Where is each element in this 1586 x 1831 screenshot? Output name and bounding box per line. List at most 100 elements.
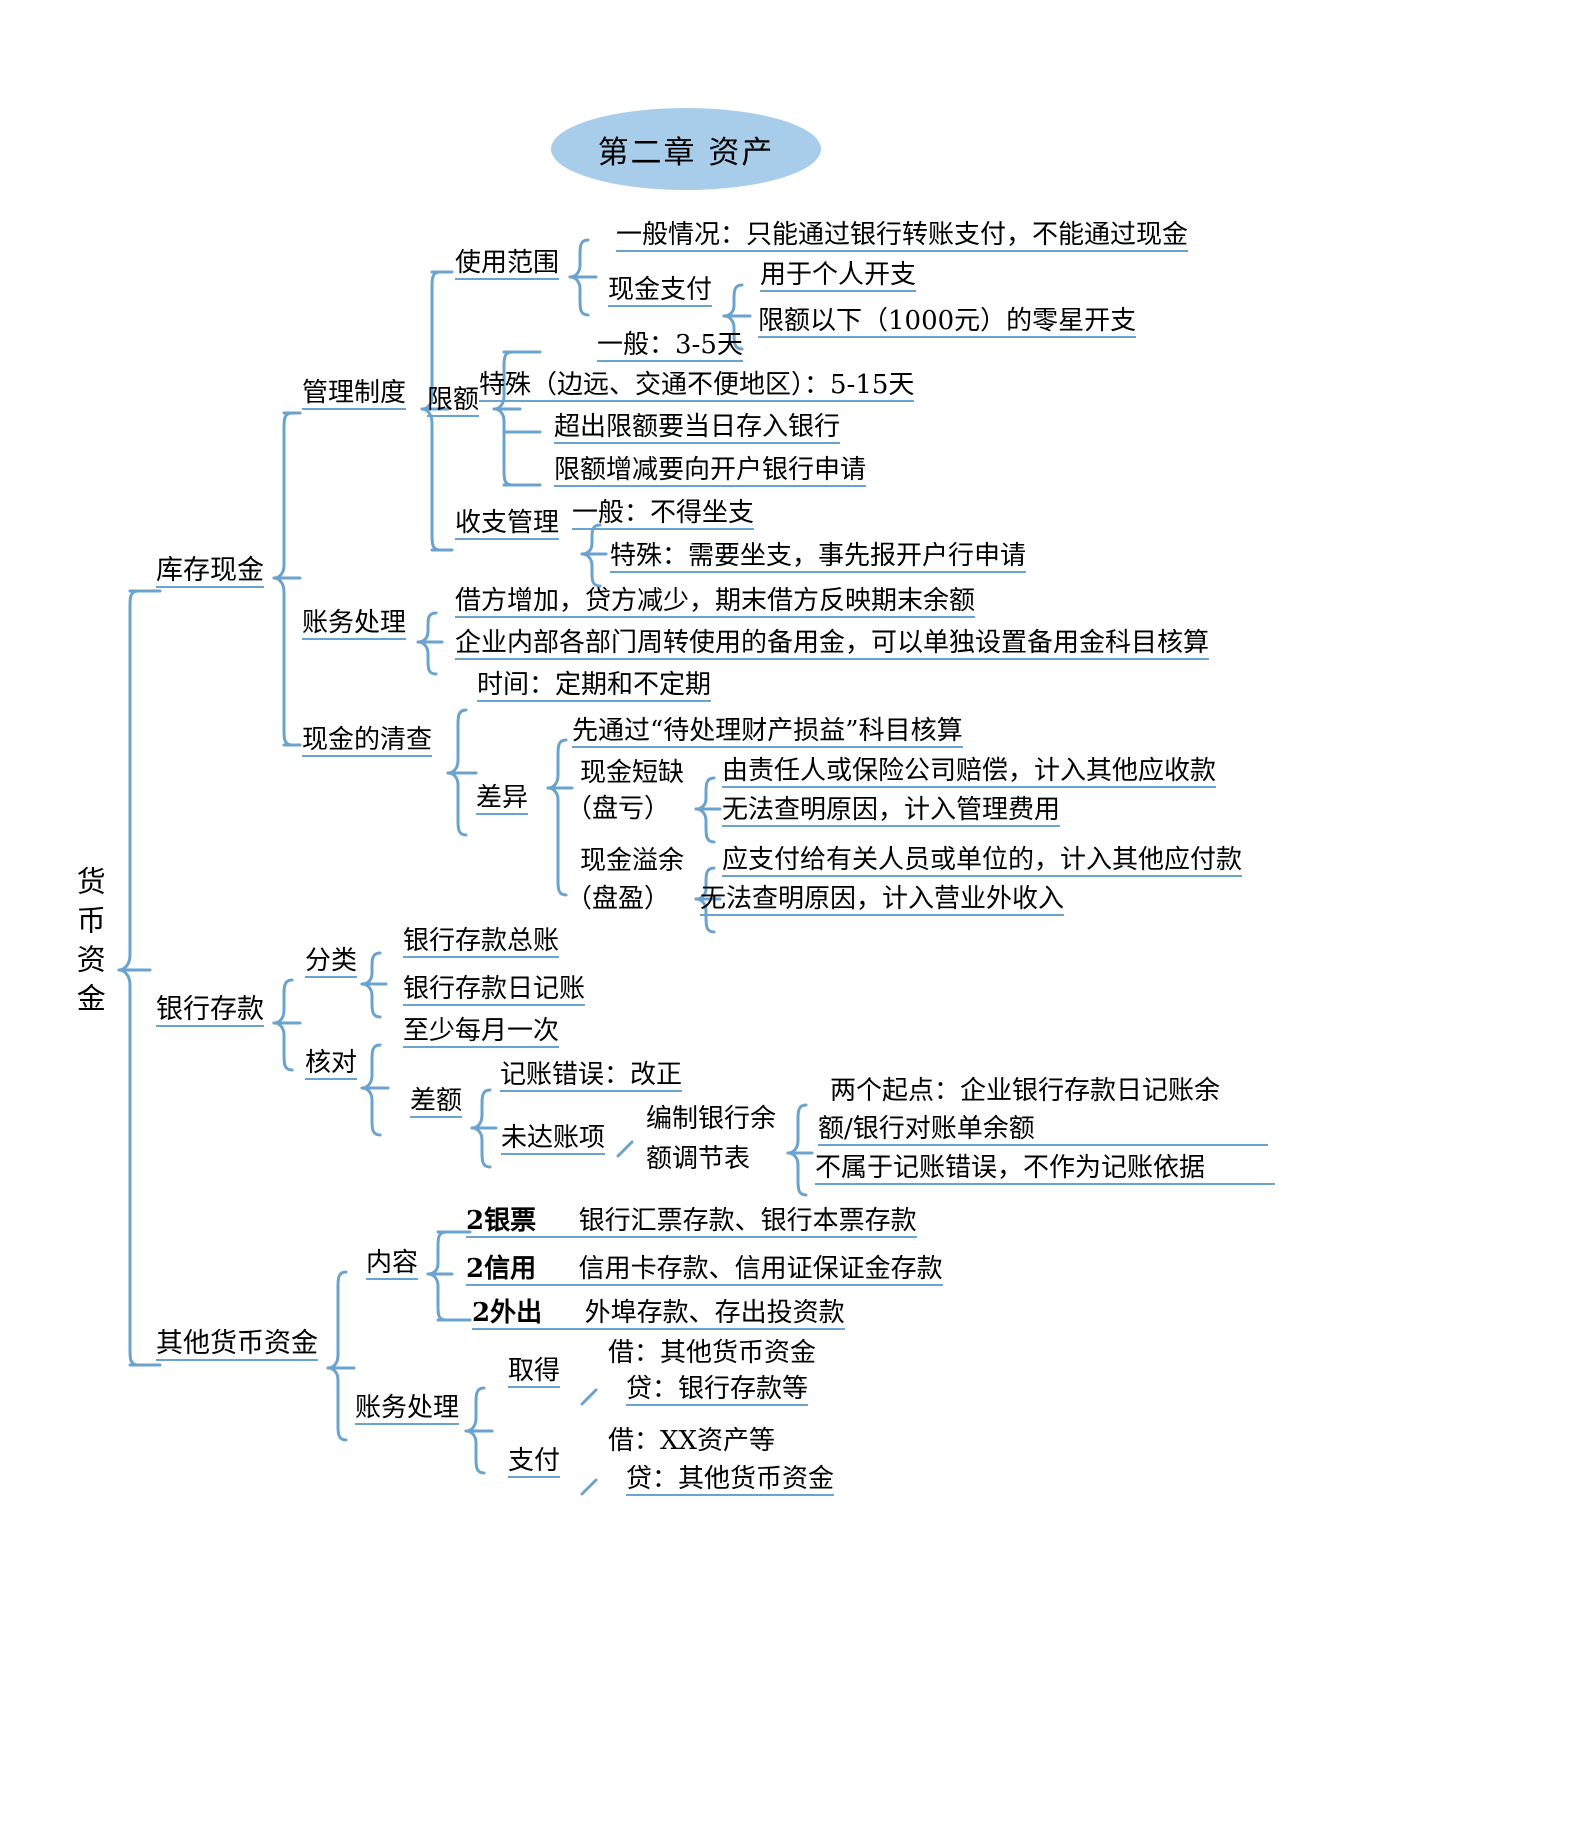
node-cash-payment[interactable]: 现金支付	[608, 275, 713, 307]
node-label: 外埠存款、存出投资款	[584, 1298, 845, 1328]
node-label: 限额	[427, 385, 480, 415]
node-label: 其他货币资金	[156, 1328, 318, 1359]
node-content[interactable]: 内容	[366, 1248, 419, 1280]
node-label: 一般情况：只能通过银行转账支付，不能通过现金	[616, 220, 1189, 250]
node-rc-1[interactable]: 至少每月一次	[403, 1016, 560, 1048]
node-bd-1[interactable]: 记账错误：改正	[500, 1060, 683, 1092]
node-label: 现金短缺	[580, 758, 685, 788]
node-bank-rec-statement-line2[interactable]: 额调节表	[646, 1144, 751, 1174]
node-label: 收支管理	[455, 508, 560, 538]
node-ct-2[interactable]: 2信用 信用卡存款、信用证保证金存款	[466, 1254, 943, 1286]
node-key: 2信用	[466, 1254, 537, 1284]
node-py-1[interactable]: 借：XX资产等	[608, 1427, 775, 1455]
node-label: 无法查明原因，计入管理费用	[722, 795, 1061, 825]
node-cs-2[interactable]: 无法查明原因，计入管理费用	[722, 795, 1061, 827]
node-limit-change[interactable]: 限额增减要向开户银行申请	[554, 456, 866, 487]
node-acquire[interactable]: 取得	[508, 1356, 561, 1388]
node-label: 一般：3-5天	[597, 330, 743, 360]
node-ct-1[interactable]: 2银票 银行汇票存款、银行本票存款	[466, 1206, 917, 1238]
node-receipt-payment-management[interactable]: 收支管理	[455, 508, 560, 540]
node-personal-expense[interactable]: 用于个人开支	[760, 260, 917, 292]
node-label: 分类	[305, 946, 358, 976]
node-rp-general[interactable]: 一般：不得坐支	[572, 498, 755, 530]
node-management-system[interactable]: 管理制度	[302, 378, 407, 410]
node-label: 未达账项	[501, 1123, 606, 1153]
node-label: 管理制度	[302, 378, 407, 408]
node-label: 取得	[508, 1356, 561, 1386]
node-pay[interactable]: 支付	[508, 1446, 561, 1478]
node-label: 超出限额要当日存入银行	[554, 412, 841, 442]
node-aq-1[interactable]: 借：其他货币资金	[608, 1339, 816, 1367]
node-accounting-treatment-omf[interactable]: 账务处理	[355, 1393, 460, 1425]
node-label: 不属于记账错误，不作为记账依据	[815, 1153, 1206, 1183]
node-cash-overage-alt[interactable]: （盘盈）	[566, 885, 670, 913]
node-cash-on-hand[interactable]: 库存现金	[156, 555, 264, 588]
node-cash-count[interactable]: 现金的清查	[302, 725, 433, 757]
node-limit[interactable]: 限额	[427, 385, 480, 417]
node-scope-of-use[interactable]: 使用范围	[455, 248, 560, 280]
node-accounting-treatment-cash[interactable]: 账务处理	[302, 609, 406, 640]
node-brs-1a[interactable]: 两个起点：企业银行存款日记账余	[830, 1076, 1221, 1106]
root-label: 货币资金	[72, 866, 107, 1022]
node-label: 编制银行余	[646, 1104, 777, 1134]
node-label: 贷：其他货币资金	[626, 1464, 835, 1494]
node-label: 用于个人开支	[760, 260, 917, 290]
node-label: 现金的清查	[302, 725, 433, 755]
node-reconciliation[interactable]: 核对	[305, 1049, 357, 1080]
node-label: 信用卡存款、信用证保证金存款	[578, 1254, 943, 1284]
node-label: 至少每月一次	[403, 1016, 560, 1046]
node-label: 记账错误：改正	[500, 1060, 683, 1090]
node-bank-deposit[interactable]: 银行存款	[156, 994, 264, 1027]
node-label: 无法查明原因，计入营业外收入	[700, 884, 1065, 914]
node-limit-overflow[interactable]: 超出限额要当日存入银行	[554, 412, 841, 444]
node-classification[interactable]: 分类	[305, 946, 358, 978]
node-bank-rec-statement-line1[interactable]: 编制银行余	[646, 1104, 777, 1134]
node-label: 库存现金	[156, 555, 264, 586]
node-label: 时间：定期和不定期	[477, 670, 712, 700]
node-cash-shortage[interactable]: 现金短缺	[580, 758, 685, 788]
node-brs-2[interactable]: 不属于记账错误，不作为记账依据	[815, 1153, 1275, 1185]
node-ct-3[interactable]: 2外出 外埠存款、存出投资款	[472, 1298, 845, 1330]
node-label: 使用范围	[455, 248, 560, 278]
node-label: 先通过“待处理财产损益”科目核算	[572, 716, 963, 746]
node-general-case[interactable]: 一般情况：只能通过银行转账支付，不能通过现金	[616, 220, 1189, 252]
node-label: 现金支付	[608, 275, 713, 305]
node-label: 应支付给有关人员或单位的，计入其他应付款	[722, 845, 1243, 875]
node-label: 额调节表	[646, 1144, 751, 1174]
node-label: 支付	[508, 1446, 561, 1476]
node-cc-first[interactable]: 先通过“待处理财产损益”科目核算	[572, 716, 963, 748]
node-balance-difference[interactable]: 差额	[410, 1087, 462, 1118]
node-label: 限额以下（1000元）的零星开支	[758, 306, 1137, 336]
node-label: 两个起点：企业银行存款日记账余	[830, 1076, 1221, 1106]
node-label: 内容	[366, 1248, 419, 1278]
node-key: 2外出	[472, 1298, 543, 1328]
node-label: 一般：不得坐支	[572, 498, 755, 528]
node-label: 银行存款	[156, 994, 264, 1025]
node-at-2[interactable]: 企业内部各部门周转使用的备用金，可以单独设置备用金科目核算	[455, 629, 1209, 660]
node-cash-overage[interactable]: 现金溢余	[580, 847, 684, 875]
node-cc-difference[interactable]: 差异	[476, 784, 528, 815]
node-cash-shortage-alt[interactable]: （盘亏）	[566, 795, 670, 823]
node-cl-2[interactable]: 银行存款日记账	[403, 975, 585, 1006]
node-rp-special[interactable]: 特殊：需要坐支，事先报开户行申请	[610, 542, 1026, 573]
node-co-2[interactable]: 无法查明原因，计入营业外收入	[700, 884, 1065, 916]
node-at-1[interactable]: 借方增加，贷方减少，期末借方反映期末余额	[455, 586, 976, 618]
node-below-limit[interactable]: 限额以下（1000元）的零星开支	[758, 306, 1137, 338]
node-other-monetary-funds[interactable]: 其他货币资金	[156, 1328, 318, 1361]
node-key: 2银票	[466, 1206, 537, 1236]
node-brs-1b[interactable]: 额/银行对账单余额	[818, 1115, 1268, 1146]
node-cl-1[interactable]: 银行存款总账	[403, 927, 559, 958]
node-limit-special[interactable]: 特殊（边远、交通不便地区）：5-15天	[479, 371, 914, 402]
node-label: 贷：银行存款等	[626, 1374, 809, 1404]
root-node[interactable]: 货币资金	[72, 866, 106, 1028]
node-label: 账务处理	[355, 1393, 460, 1423]
node-aq-2[interactable]: 贷：银行存款等	[626, 1374, 809, 1406]
node-limit-general[interactable]: 一般：3-5天	[597, 330, 743, 362]
node-cc-time[interactable]: 时间：定期和不定期	[477, 670, 712, 702]
node-label: 借方增加，贷方减少，期末借方反映期末余额	[455, 586, 976, 616]
node-cs-1[interactable]: 由责任人或保险公司赔偿，计入其他应收款	[722, 757, 1216, 788]
node-outstanding-items[interactable]: 未达账项	[501, 1123, 606, 1155]
node-py-2[interactable]: 贷：其他货币资金	[626, 1464, 835, 1496]
node-co-1[interactable]: 应支付给有关人员或单位的，计入其他应付款	[722, 845, 1243, 877]
